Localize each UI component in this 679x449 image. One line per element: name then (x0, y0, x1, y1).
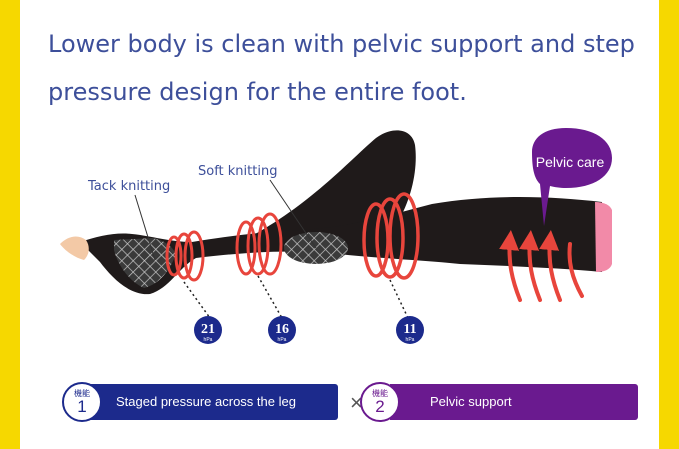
times-separator: × (350, 390, 363, 415)
pelvic-care-bubble: Pelvic care (532, 128, 612, 226)
pressure-badge-11: 11 hPa (396, 316, 424, 344)
feature-2-bar: Pelvic support (390, 384, 638, 420)
feature-2-kanji: 機能 (372, 389, 388, 398)
pressure-unit: hPa (278, 337, 287, 343)
pressure-value: 16 (275, 322, 289, 337)
pressure-badge-16: 16 hPa (268, 316, 296, 344)
feature-1-number: 1 (77, 397, 87, 416)
feature-1-kanji: 機能 (74, 389, 90, 398)
feature-2-label: Pelvic support (430, 394, 512, 409)
tack-knit-patch (114, 238, 176, 288)
pelvic-arrows (499, 230, 584, 302)
pressure-badge-21: 21 hPa (194, 316, 222, 344)
feature-1-label: Staged pressure across the leg (116, 394, 296, 409)
pressure-rings-ankle (165, 230, 205, 282)
pressure-rings-calf (235, 212, 283, 276)
open-toe (60, 236, 89, 260)
tack-knitting-label: Tack knitting (87, 179, 170, 194)
feature-1-number-badge: 機能 1 (62, 382, 102, 422)
pelvic-care-label: Pelvic care (536, 154, 605, 170)
feature-1-bar: Staged pressure across the leg (78, 384, 338, 420)
leg-illustration: 21 hPa 16 hPa 11 hPa Pelvic care Tack kn… (60, 128, 612, 344)
pressure-value: 11 (403, 322, 416, 337)
soft-knitting-label: Soft knitting (198, 164, 277, 179)
back-leg (248, 130, 416, 248)
waist-band (595, 202, 612, 272)
feature-2-number: 2 (375, 397, 385, 416)
dotted-guides (183, 275, 409, 319)
headline: Lower body is clean with pelvic support … (48, 30, 635, 106)
pressure-value: 21 (201, 322, 215, 337)
pressure-unit: hPa (204, 337, 213, 343)
content-panel: Lower body is clean with pelvic support … (20, 0, 659, 449)
pressure-unit: hPa (406, 337, 415, 343)
leader-lines (134, 179, 317, 261)
pressure-rings-thigh (362, 192, 420, 280)
feature-2-number-badge: 機能 2 (360, 382, 400, 422)
